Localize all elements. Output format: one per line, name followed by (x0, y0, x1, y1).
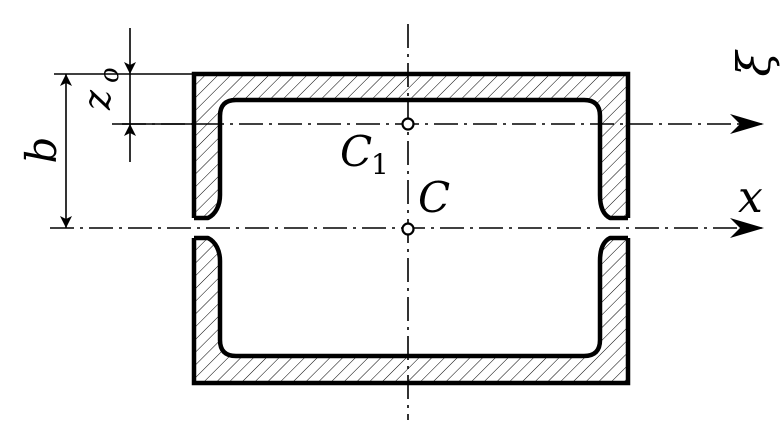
svg-text:o: o (95, 67, 125, 83)
centroid-c-point (401, 222, 415, 236)
label-c1-subscript: 1 (371, 148, 389, 181)
label-x-axis: x (738, 172, 763, 223)
lower-channel-outer-edge (191, 238, 631, 386)
label-c1: C (340, 127, 372, 176)
lower-channel-inner-edge (194, 235, 628, 359)
label-b: b (17, 137, 66, 164)
label-z0: z o (75, 67, 125, 111)
upper-channel-outer-edge (191, 71, 631, 218)
upper-channel-section (194, 74, 628, 218)
svg-text:z: z (75, 89, 119, 111)
label-c: C (418, 173, 450, 222)
centroid-c1-point (401, 117, 415, 131)
lower-channel-section (194, 238, 628, 383)
label-xi-axis: ξ (727, 49, 780, 77)
upper-channel-inner-edge (194, 97, 628, 221)
